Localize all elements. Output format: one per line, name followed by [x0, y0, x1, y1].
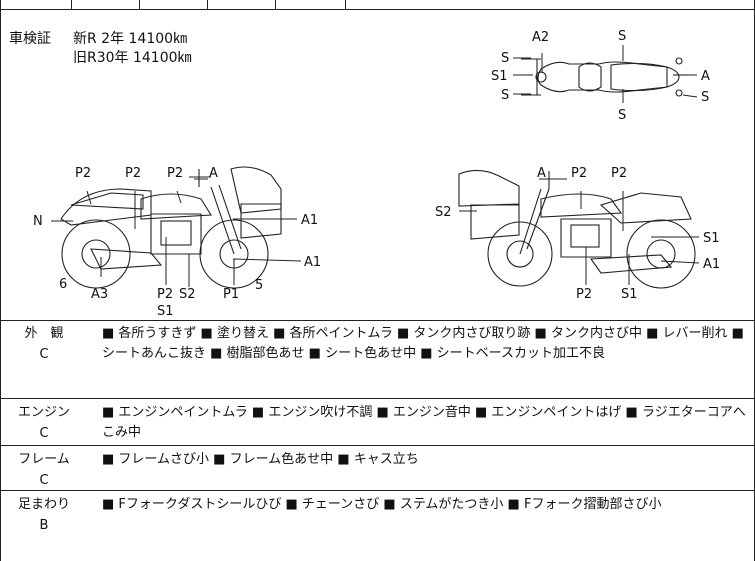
- section-exterior: 外 観 C ■ 各所うすきず ■ 塗り替え ■ 各所ペイントムラ ■ タンク内さび…: [1, 320, 754, 399]
- label-left-5: 5: [255, 278, 263, 293]
- label-top-s-left1: S: [501, 51, 509, 66]
- label-top-s-top: S: [618, 29, 626, 44]
- label-left-s2: S2: [179, 287, 196, 302]
- inspection-old-mileage: 旧R30年 14100㎞: [73, 50, 192, 66]
- section-grade: C: [39, 426, 49, 441]
- right-view-bike-outline: [458, 169, 696, 289]
- label-left-n: N: [33, 214, 43, 229]
- section-name: エンジン: [17, 405, 70, 420]
- label-left-a1-bottom: A1: [304, 255, 321, 270]
- label-right-p2-b: P2: [611, 166, 627, 181]
- section-notes: ■ フレームさび小 ■ フレーム色あせ中 ■ キャス立ち: [102, 452, 419, 467]
- label-right-p2-a: P2: [571, 166, 587, 181]
- label-top-s-left2: S: [501, 88, 509, 103]
- section-engine: エンジン C ■ エンジンペイントムラ ■ エンジン吹け不調 ■ エンジン音中 ■…: [1, 399, 754, 446]
- top-view-leaders: [513, 45, 698, 103]
- inspection-record: 車検証 新R 2年 14100㎞ 旧R30年 14100㎞: [9, 30, 192, 125]
- label-left-a: A: [209, 166, 218, 181]
- damage-diagram: 車検証 新R 2年 14100㎞ 旧R30年 14100㎞: [1, 9, 754, 321]
- label-top-a-right: A: [701, 69, 710, 84]
- section-suspension: 足まわり B ■ Fフォークダストシールひび ■ チェーンさび ■ ステムがたつき…: [1, 491, 754, 561]
- previous-table-edge: [1, 0, 754, 10]
- inspection-heading: 車検証: [9, 31, 51, 47]
- section-grade: C: [39, 473, 49, 488]
- label-right-s2: S2: [435, 205, 452, 220]
- section-name: 外 観: [24, 326, 64, 341]
- label-right-a1: A1: [703, 257, 720, 272]
- label-right-s1-top: S1: [703, 231, 720, 246]
- left-view-leaders: [51, 178, 302, 287]
- label-top-s-bottom: S: [618, 108, 626, 123]
- label-right-p2-bottom: P2: [576, 287, 592, 302]
- motorcycle-diagrams: A2 S S S1 S A S S P2 P2 P2 A N A1 A1 6 A…: [33, 29, 720, 319]
- section-grade: B: [39, 518, 49, 533]
- right-view-leaders: [459, 178, 700, 285]
- label-left-p2-b: P2: [125, 166, 141, 181]
- label-top-a2: A2: [532, 30, 549, 45]
- label-right-a: A: [537, 166, 546, 181]
- label-left-p2-c: P2: [167, 166, 183, 181]
- label-left-a3: A3: [91, 287, 108, 302]
- section-grade: C: [39, 347, 49, 362]
- label-top-s1: S1: [491, 69, 508, 84]
- label-right-s1-bottom: S1: [621, 287, 638, 302]
- section-notes: ■ 各所うすきず ■ 塗り替え ■ 各所ペイントムラ ■ タンク内さび取り跡 ■…: [102, 326, 744, 361]
- top-view-bike-outline: [521, 57, 686, 97]
- label-left-p2-a: P2: [75, 166, 91, 181]
- label-left-a1-top: A1: [301, 213, 318, 228]
- section-name: フレーム: [18, 452, 70, 467]
- label-left-s1: S1: [157, 304, 174, 319]
- label-left-p1: P1: [223, 287, 239, 302]
- inspection-new-mileage: 新R 2年 14100㎞: [73, 31, 188, 47]
- section-notes: ■ Fフォークダストシールひび ■ チェーンさび ■ ステムがたつき小 ■ Fフ…: [102, 497, 662, 512]
- label-left-p2-bottom: P2: [157, 287, 173, 302]
- section-name: 足まわり: [17, 497, 70, 512]
- section-frame: フレーム C ■ フレームさび小 ■ フレーム色あせ中 ■ キャス立ち: [1, 446, 754, 491]
- left-view-bike-outline: [60, 166, 282, 289]
- label-top-s-right: S: [701, 90, 709, 105]
- section-notes: ■ エンジンペイントムラ ■ エンジン吹け不調 ■ エンジン音中 ■ エンジンペ…: [102, 405, 746, 440]
- label-left-6: 6: [59, 277, 67, 292]
